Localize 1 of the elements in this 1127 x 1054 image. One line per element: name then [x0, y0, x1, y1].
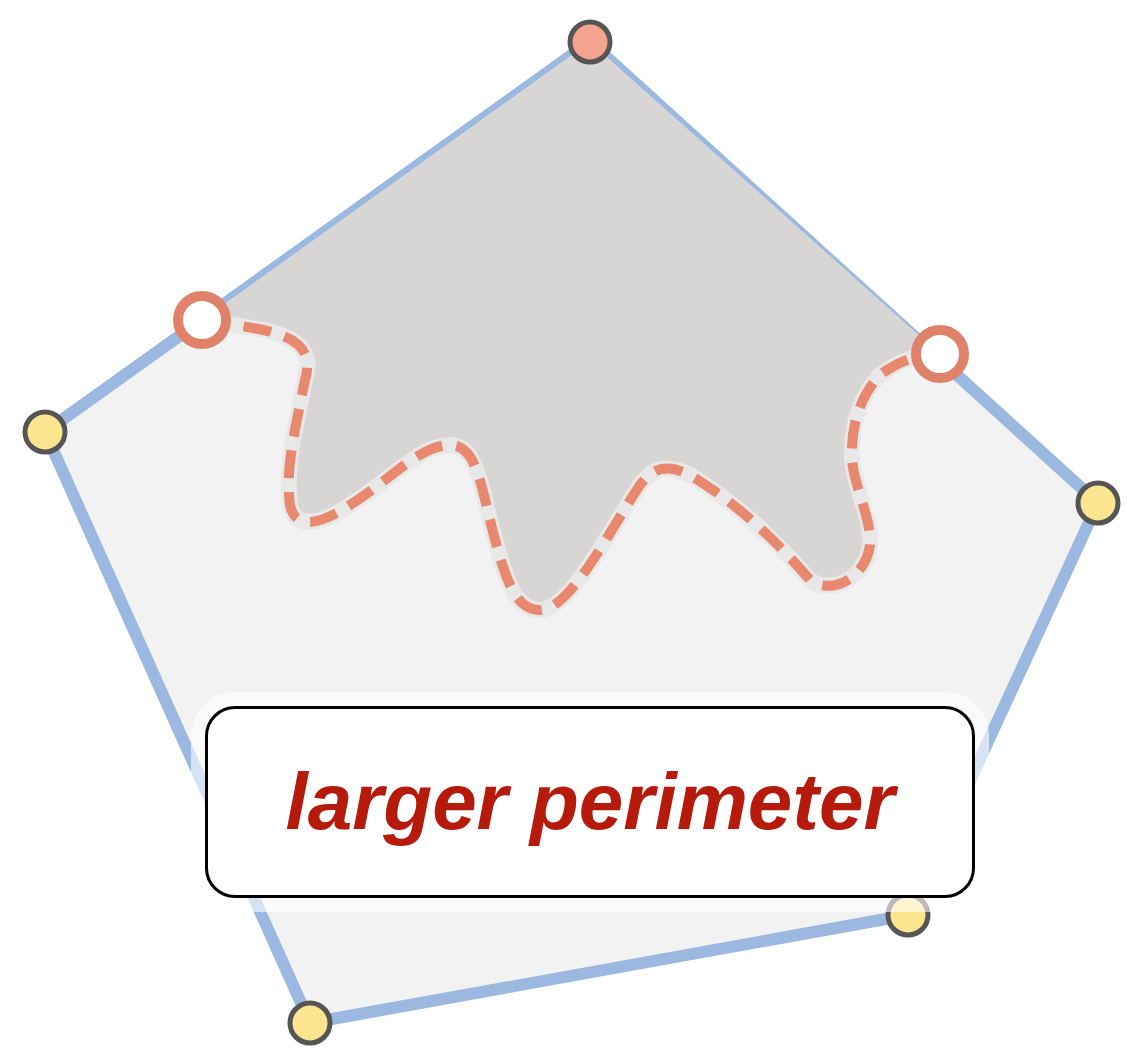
label-box	[205, 706, 975, 898]
